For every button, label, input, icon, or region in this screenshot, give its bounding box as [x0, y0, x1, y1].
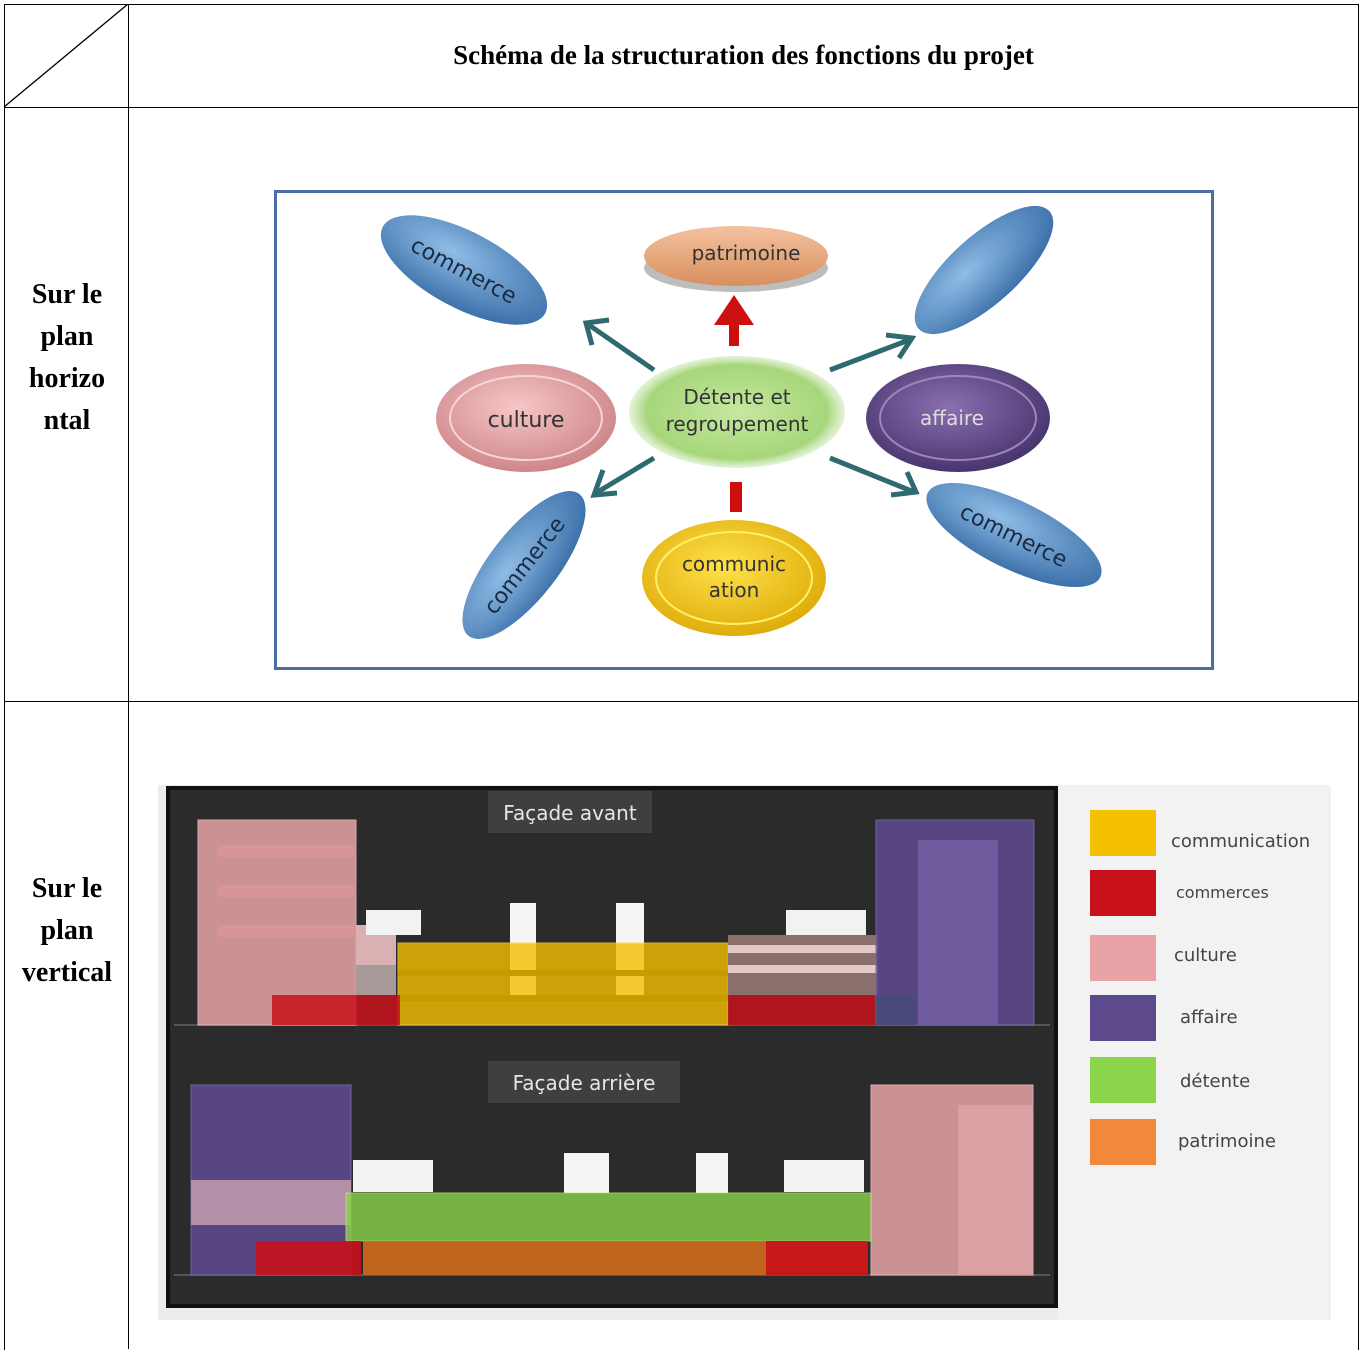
row-label-line: plan [40, 321, 94, 352]
horizontal-function-diagram: commerce commerce commerce patrimoine cu… [274, 190, 1214, 670]
row-label-line: ntal [43, 405, 91, 436]
node-label: affaire [920, 406, 984, 430]
center-label-line: regroupement [666, 412, 809, 436]
node-label-line: ation [709, 578, 760, 602]
arrow-to-top-right [829, 332, 917, 373]
facade-label: Façade arrière [513, 1071, 656, 1095]
arrow-to-top-left [582, 317, 656, 373]
arrow-to-bottom-right [829, 455, 920, 498]
legend-panel [1058, 785, 1331, 1320]
legend-swatch [1090, 935, 1156, 981]
legend-swatch [1090, 1057, 1156, 1103]
row-divider-2 [4, 701, 1359, 702]
row-label-line: plan [40, 915, 94, 946]
node-commerce-bottom-left [462, 491, 586, 639]
legend-label: communication [1171, 831, 1310, 852]
block-detente [345, 1192, 872, 1242]
block-commerce [256, 1241, 361, 1275]
legend-swatch [1090, 995, 1156, 1041]
vertical-facade-diagram: Façade avant Façade arrière [158, 785, 1331, 1320]
legend: communication commerces culture affaire … [1090, 810, 1310, 1165]
legend-swatch [1090, 1119, 1156, 1165]
node-label: culture [488, 408, 565, 433]
legend-label: commerces [1176, 883, 1269, 902]
facade-label-bg [488, 791, 652, 833]
column-divider [128, 4, 129, 1349]
node-commerce-top-left [380, 215, 548, 325]
node-communication [642, 520, 826, 636]
row-divider-1 [4, 107, 1359, 108]
legend-label: patrimoine [1178, 1131, 1276, 1152]
corner-diagonal [4, 4, 129, 108]
arrow-up-icon [714, 295, 754, 346]
node-culture [436, 364, 616, 472]
block-commerce [766, 1241, 868, 1275]
table-frame [4, 4, 1359, 1350]
legend-swatch [1090, 870, 1156, 916]
node-label-line: communic [682, 552, 786, 576]
node-label: patrimoine [692, 241, 801, 265]
arrow-to-bottom-left [590, 455, 656, 498]
facade-label-bg [488, 1061, 680, 1103]
block-communication [397, 942, 729, 1026]
node-top-right [914, 205, 1054, 335]
row-label-line: vertical [21, 957, 113, 988]
facade-label: Façade avant [503, 801, 637, 825]
legend-swatch [1090, 810, 1156, 856]
node-commerce-bottom-right [926, 482, 1102, 588]
table-title: Schéma de la structuration des fonctions… [453, 40, 1034, 70]
legend-label: détente [1180, 1071, 1250, 1092]
row-label-horizontal: Sur le plan horizo ntal [6, 274, 128, 442]
row-label-vertical: Sur le plan vertical [6, 868, 128, 994]
facade-front: Façade avant [174, 791, 1050, 1026]
node-affaire [866, 364, 1050, 472]
node-center-detente [629, 356, 845, 468]
node-patrimoine [644, 226, 828, 286]
block-commerce [272, 995, 400, 1025]
legend-label: affaire [1180, 1007, 1238, 1028]
row-label-line: Sur le [31, 279, 103, 310]
bar-down-icon [730, 482, 742, 512]
legend-label: culture [1174, 945, 1237, 966]
row-label-line: Sur le [31, 873, 103, 904]
facade-back: Façade arrière [174, 1061, 1050, 1276]
row-label-line: horizo [28, 363, 106, 394]
block-commerce [728, 995, 878, 1025]
center-label-line: Détente et [683, 385, 790, 409]
